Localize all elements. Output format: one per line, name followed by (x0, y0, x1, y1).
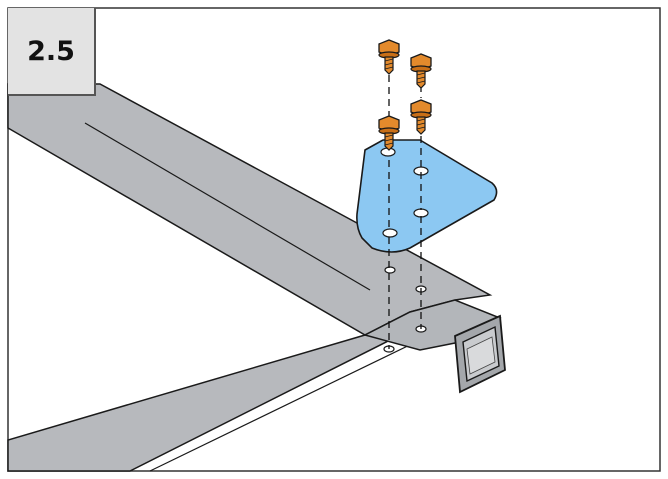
screw-3-icon (410, 99, 432, 135)
screw-2-icon (410, 53, 432, 89)
front-tube-edge-line (149, 339, 421, 472)
bracket-hole-1 (382, 228, 398, 238)
screw-4-icon (378, 115, 400, 151)
screw-group (378, 39, 432, 151)
step-number-badge: 2.5 (8, 8, 96, 96)
screw-1-icon (378, 39, 400, 75)
frame-tube (7, 83, 506, 472)
back-tube-edge-line (84, 122, 371, 291)
step-number: 2.5 (27, 35, 75, 67)
tube-holes (383, 266, 427, 353)
tube-end-inner (466, 336, 496, 375)
tube-hole-1 (384, 266, 396, 274)
bracket-plate (356, 139, 498, 253)
bracket-hole-2 (413, 208, 429, 218)
corner-bracket (356, 139, 498, 253)
